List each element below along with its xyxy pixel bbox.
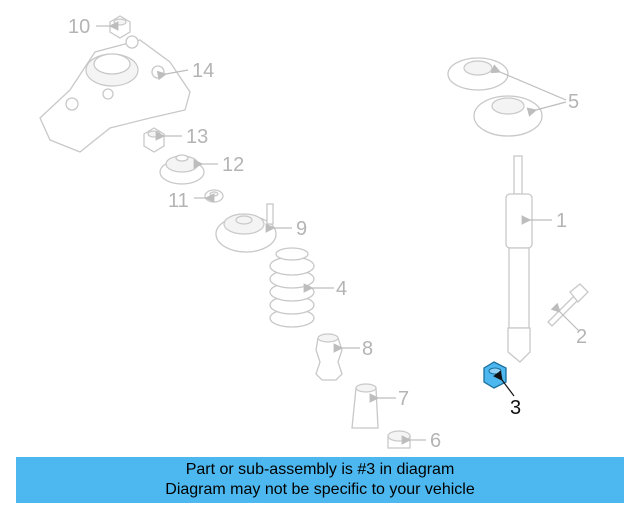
part-14-strut-mount-plate: [39, 35, 191, 153]
part-7-dust-boot: [351, 383, 379, 429]
callout-9: 9: [296, 218, 307, 240]
part-2-bolt: [547, 283, 589, 327]
callout-8: 8: [362, 338, 373, 360]
callout-2: 2: [576, 326, 587, 348]
callout-labels: 1 2 3 4 5 6 7 8 9 10 11 12 13 14: [68, 16, 587, 452]
banner-line-1: Part or sub-assembly is #3 in diagram: [185, 461, 455, 478]
part-1-shock-absorber: [505, 155, 533, 363]
callout-1: 1: [556, 210, 567, 232]
callout-11: 11: [168, 190, 189, 212]
callout-6: 6: [430, 430, 441, 452]
part-13-nut: [143, 127, 165, 153]
callout-13: 13: [186, 126, 208, 148]
part-10-nut: [109, 15, 131, 39]
callout-12: 12: [222, 154, 244, 176]
info-banner: Part or sub-assembly is #3 in diagram Di…: [16, 457, 624, 503]
part-8-bump-stop: [315, 333, 343, 381]
banner-line-2: Diagram may not be specific to your vehi…: [165, 481, 475, 498]
part-9-spring-seat: [215, 203, 277, 253]
part-4-coil-spring: [269, 247, 315, 328]
part-5-spring-seats: [447, 57, 543, 137]
part-11-washer: [204, 189, 224, 203]
part-6-bushing: [387, 430, 411, 449]
callout-14: 14: [192, 60, 214, 82]
parts-diagram: 1 2 3 4 5 6 7 8 9 10 11 12 13 14: [39, 15, 589, 452]
callout-4: 4: [336, 278, 347, 300]
callout-5: 5: [568, 91, 579, 113]
callout-7: 7: [398, 388, 409, 410]
callout-3: 3: [510, 397, 521, 419]
part-3-nut-highlighted: [483, 361, 507, 389]
callout-10: 10: [68, 16, 90, 38]
leader-lines: [96, 21, 579, 445]
part-12-bearing: [159, 154, 205, 185]
